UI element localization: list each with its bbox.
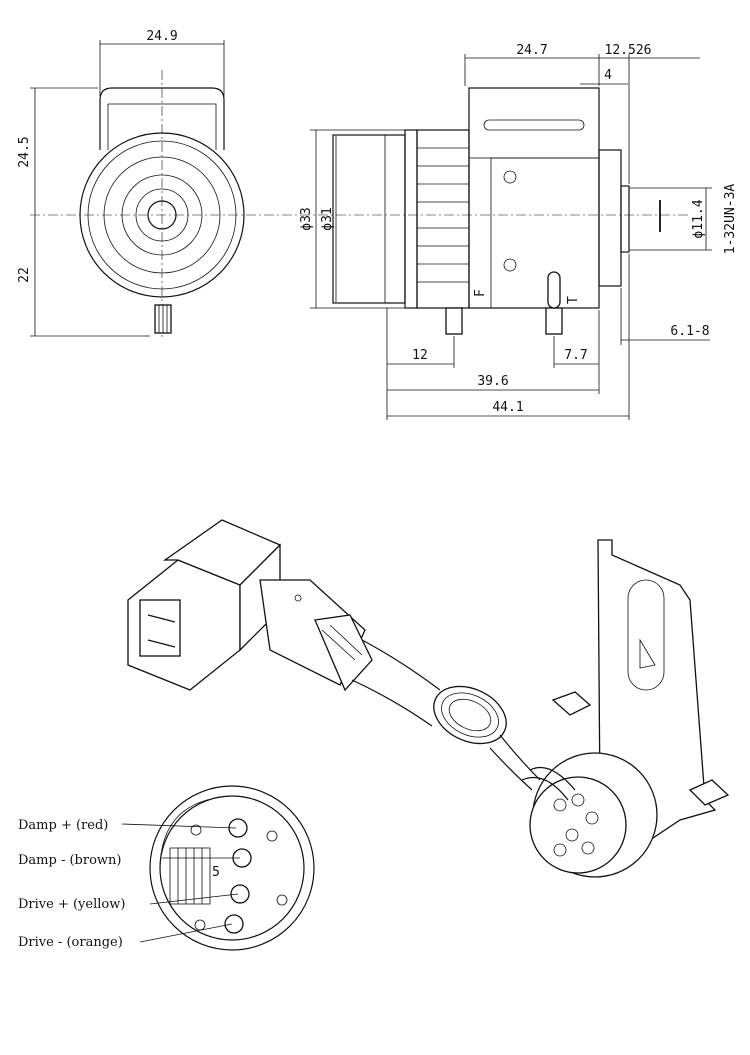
cable-assembly-view: [127, 519, 730, 878]
dim-length-body: 39.6: [477, 374, 508, 389]
pin-label-damp-plus: Damp + (red): [18, 818, 108, 833]
front-housing-top: [99, 87, 225, 150]
side-view: F T 24.7 12.526 4 ϕ33 ϕ31 ϕ11.4 1-32UN-3…: [299, 43, 738, 420]
iris-mark: T: [566, 296, 581, 304]
cable: [361, 639, 441, 691]
pin-drive-minus: [224, 914, 244, 934]
dim-diameter-inner: ϕ31: [320, 207, 335, 230]
front-ring-3: [103, 156, 221, 274]
front-lens-core: [147, 200, 177, 230]
pin-number-label: 5: [212, 865, 220, 880]
focus-mark: F: [473, 289, 488, 297]
side-iris-knob: [545, 307, 563, 335]
bracket-window: [627, 579, 665, 691]
dim-front-top-height: 24.5: [17, 136, 32, 167]
side-iris-lever: [547, 271, 561, 309]
pin-drive-plus: [230, 884, 250, 904]
side-screw-bottom: [503, 258, 517, 272]
dim-iris-knob-offset: 7.7: [564, 348, 587, 363]
side-front-barrel: [332, 134, 406, 304]
dim-front-bottom-height: 22: [17, 267, 32, 283]
dim-length-total: 44.1: [492, 400, 523, 415]
face-outer-ring: [149, 785, 315, 951]
dim-thread-depth: 6.1-8: [670, 324, 709, 339]
side-c-mount: [620, 185, 630, 253]
dim-diameter-mount: ϕ11.4: [691, 199, 706, 238]
dim-side-flange: 12.526: [605, 43, 652, 58]
cable-grommet: [433, 685, 507, 745]
dim-focus-knob-offset: 12: [412, 348, 428, 363]
side-main-body: [468, 87, 600, 309]
iris-motor-face: [529, 776, 627, 874]
face-terminal-block: [169, 847, 211, 905]
front-ring-2: [87, 140, 237, 290]
side-rear-flange: [598, 149, 622, 287]
front-view: 24.9 24.5 22: [17, 29, 300, 340]
front-outer-ring: [79, 132, 245, 298]
front-housing-inner: [107, 103, 217, 150]
side-focus-knob: [445, 307, 463, 335]
pin-label-drive-plus: Drive + (yellow): [18, 897, 125, 912]
side-screw-top: [503, 170, 517, 184]
dim-diameter-outer: ϕ33: [299, 207, 314, 230]
front-ring-5: [135, 188, 189, 242]
connector-face-detail: 5 Damp + (red) Damp - (brown) Drive + (y…: [18, 785, 315, 951]
front-ring-4: [121, 174, 203, 256]
dim-front-width: 24.9: [146, 29, 177, 44]
connector-socket: [139, 599, 181, 657]
pin-label-drive-minus: Drive - (orange): [18, 935, 123, 950]
dim-thread: 1-32UN-3A: [723, 184, 738, 255]
dim-side-gap: 4: [604, 68, 612, 83]
pin-label-damp-minus: Damp - (brown): [18, 853, 122, 868]
side-focus-ring: [416, 129, 470, 309]
dim-side-body-length: 24.7: [516, 43, 547, 58]
